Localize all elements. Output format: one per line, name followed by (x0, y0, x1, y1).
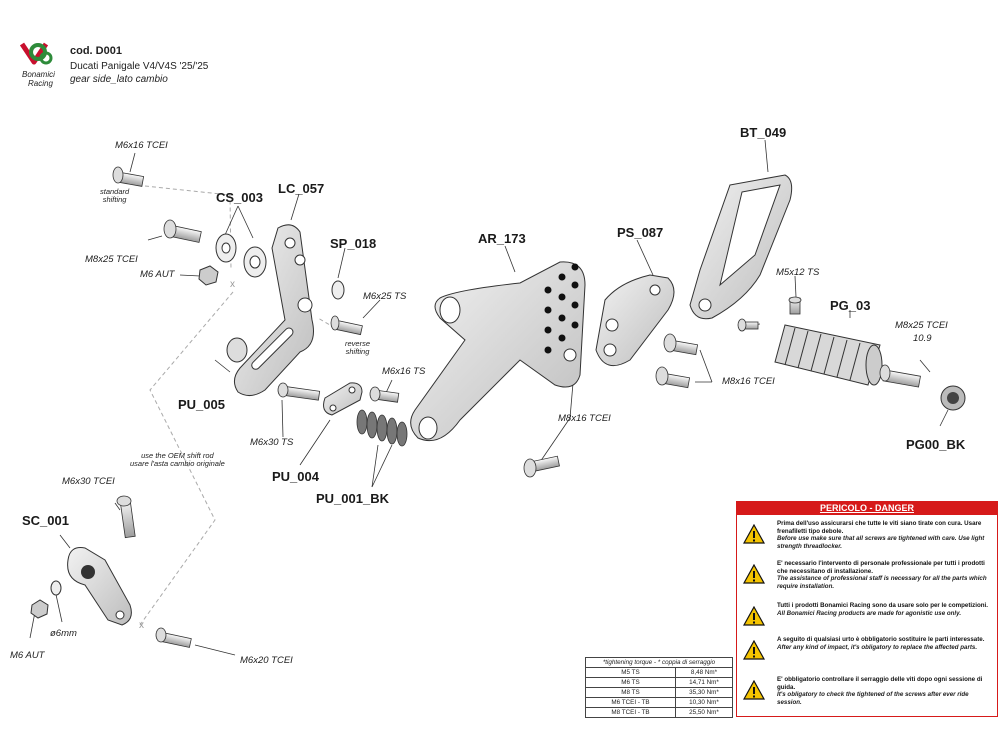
pg00-bk-cap[interactable] (940, 385, 966, 411)
label-m6x30-tcei: M6x30 TCEI (62, 476, 115, 487)
label-m6-aut-bottom: M6 AUT (10, 650, 45, 661)
label-m8x16-tcei-mid: M8x16 TCEI (558, 413, 611, 424)
label-m6x20-tcei: M6x20 TCEI (240, 655, 293, 666)
label-m6x16-tcei-top: M6x16 TCEI (115, 140, 168, 151)
label-pu-001-bk: PU_001_BK (316, 491, 389, 506)
torque-table: *tightening torque - * coppia di serragg… (585, 657, 733, 718)
product-code: cod. D001 (70, 45, 122, 57)
label-m6-aut-top: M6 AUT (140, 269, 175, 280)
label-m6x25-ts: M6x25 TS (363, 291, 407, 302)
label-sp-018: SP_018 (330, 236, 377, 251)
torque-header: *tightening torque - * coppia di serragg… (585, 657, 733, 668)
hardware (30, 233, 345, 619)
warning-icon (743, 524, 765, 544)
bolts (112, 166, 921, 648)
label-pu-004: PU_004 (272, 469, 319, 484)
label-pu-005: PU_005 (178, 397, 225, 412)
label-pg-03: PG_03 (830, 298, 871, 313)
label-bt-049: BT_049 (740, 125, 787, 140)
label-m8x25-tcei-right: M8x25 TCEI (895, 320, 948, 331)
label-pg00-bk: PG00_BK (906, 437, 966, 452)
side-label: gear side_lato cambio (70, 74, 168, 85)
label-m8x16-tcei-right: M8x16 TCEI (722, 376, 775, 387)
danger-item: E' necessario l'intervento di personale … (737, 560, 995, 596)
logo-text: Bonamici Racing (22, 70, 55, 88)
label-lc-057: LC_057 (278, 181, 325, 196)
warning-icon (743, 564, 765, 584)
danger-item: Tutti i prodotti Bonamici Racing sono da… (737, 602, 995, 638)
danger-title: PERICOLO - DANGER (737, 502, 997, 515)
ar-173-holes (544, 263, 579, 354)
warning-icon (743, 680, 765, 700)
label-dia-6mm: ø6mm (50, 628, 77, 639)
label-m6x30-ts: M6x30 TS (250, 437, 294, 448)
label-standard-shifting: standard shifting (100, 187, 130, 204)
label-ps-087: PS_087 (617, 225, 664, 240)
danger-item: A seguito di qualsiasi urto è obbligator… (737, 636, 995, 672)
label-sc-001: SC_001 (22, 513, 69, 528)
label-reverse-shifting: reverse shifting (345, 339, 371, 356)
label-m5x12-ts: M5x12 TS (776, 267, 820, 278)
bonamici-logo (19, 42, 53, 65)
label-cs-003: CS_003 (216, 190, 263, 205)
model-name: Ducati Panigale V4/V4S '25/'25 (70, 61, 209, 72)
label-oem-note: use the OEM shift rod usare l'asta cambi… (130, 451, 225, 468)
pu-001-bk-rubber[interactable] (356, 409, 408, 447)
warning-icon (743, 640, 765, 660)
pu-004-link[interactable] (323, 382, 363, 416)
warning-icon (743, 606, 765, 626)
dashed-guides (139, 185, 336, 626)
label-torque-10-9: 10.9 (913, 333, 932, 344)
label-m6x16-ts: M6x16 TS (382, 366, 426, 377)
label-m8x25-tcei-left: M8x25 TCEI (85, 254, 138, 265)
danger-item: E' obbligatorio controllare il serraggio… (737, 676, 995, 712)
lc-057-lever[interactable] (234, 224, 314, 396)
label-ar-173: AR_173 (478, 231, 526, 246)
danger-box: PERICOLO - DANGER Prima dell'uso assicur… (736, 501, 998, 717)
ps-087-plate[interactable] (595, 274, 675, 367)
pg-03-footpeg[interactable] (774, 324, 883, 386)
x-mark-bottom: x (139, 620, 144, 631)
x-mark-top: x (230, 279, 235, 290)
danger-item: Prima dell'uso assicurarsi che tutte le … (737, 520, 995, 556)
